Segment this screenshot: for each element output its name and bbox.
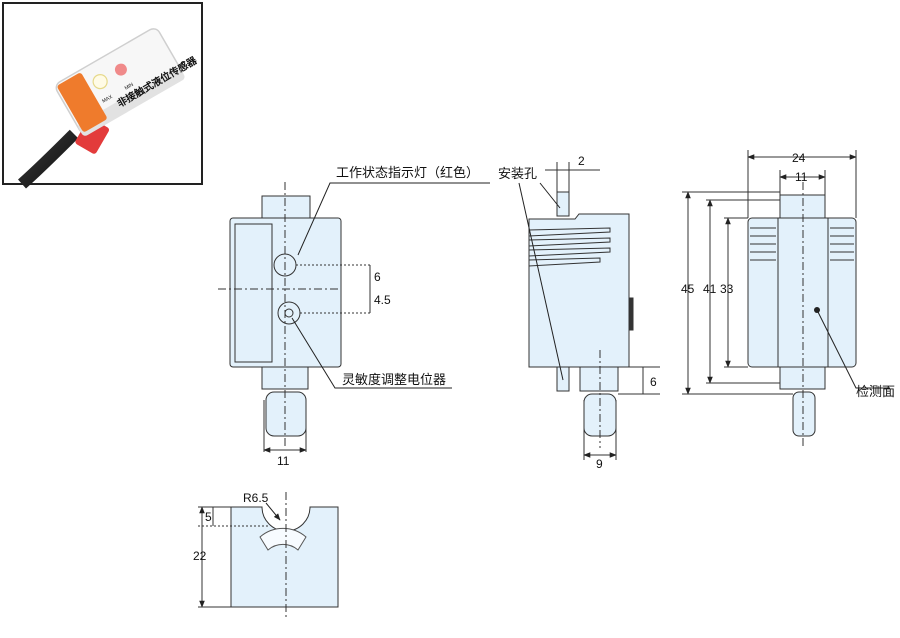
side-rib-1 (528, 227, 611, 237)
side-view (518, 162, 660, 460)
bottom-body (230, 506, 339, 608)
bottom-dim-label-r65: R6.5 (243, 491, 269, 505)
leader-detect-face (816, 309, 890, 389)
bottom-sensing-sector (259, 527, 307, 551)
side-top-slot (556, 191, 570, 217)
led-red (114, 63, 127, 76)
front-label-recess (234, 223, 273, 363)
side-dim-label-9: 9 (596, 457, 603, 471)
label-indicator: 工作状态指示灯（红色） (336, 165, 479, 180)
front-dim-label-45: 4.5 (374, 293, 391, 307)
front-dim-label-11: 11 (277, 454, 290, 468)
side-rib-4 (528, 257, 601, 267)
side-dim-label-2: 2 (578, 154, 585, 168)
leader-indicator (297, 182, 490, 256)
front-dim-label-6: 6 (374, 270, 381, 284)
bottom-dim-label-22: 22 (193, 549, 207, 563)
bottom-dim-label-5: 5 (205, 510, 212, 524)
label-detect-face: 检测面 (856, 384, 895, 399)
rear-dim-label-45: 45 (681, 282, 695, 296)
side-rib-2 (528, 237, 611, 247)
photo-label-min: MIN (124, 82, 135, 92)
bottom-radius-leader (265, 502, 281, 521)
bottom-view (198, 492, 339, 618)
side-body (528, 213, 630, 368)
rear-dim-label-41: 41 (703, 282, 717, 296)
label-pot: 灵敏度调整电位器 (342, 372, 446, 387)
label-mount-hole: 安装孔 (498, 166, 537, 181)
front-top-tab (261, 195, 311, 221)
leader-mount-top (539, 182, 561, 209)
side-connector-nub (628, 297, 634, 331)
leader-mount-bottom (518, 182, 564, 381)
front-cable (265, 391, 307, 437)
side-rib-3 (528, 247, 611, 257)
side-dim-label-6: 6 (650, 375, 657, 389)
orange-label (57, 73, 107, 132)
cable (18, 129, 79, 189)
front-view (218, 182, 490, 453)
rear-dim-label-33: 33 (720, 282, 734, 296)
side-nut (579, 366, 619, 392)
rear-body (747, 217, 857, 368)
rear-dim-label-24: 24 (792, 151, 806, 165)
leader-pot (291, 317, 452, 389)
photo-label-max: MAX (101, 94, 114, 105)
rear-view (682, 150, 890, 448)
led-white (92, 74, 108, 90)
product-photo: MAX MIN 非接触式液位传感器 (2, 2, 203, 189)
rear-dim-label-11: 11 (795, 170, 808, 184)
rear-cable (792, 391, 816, 437)
